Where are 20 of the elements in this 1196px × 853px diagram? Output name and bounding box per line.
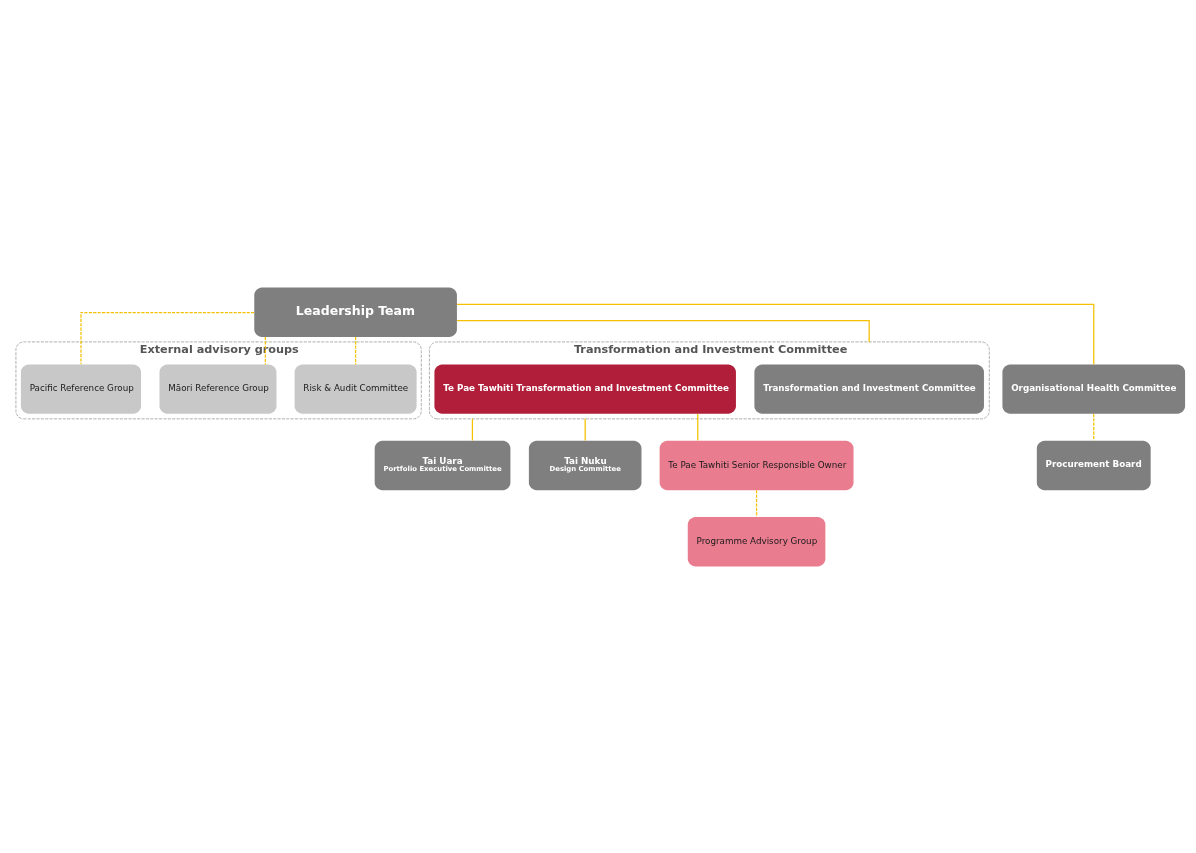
connector: [80, 311, 255, 365]
connector: [456, 319, 870, 343]
connector: [697, 412, 699, 441]
node-box: Pacific Reference Group: [20, 363, 142, 414]
connector: [471, 417, 474, 441]
node-box: Transformation and Investment Committee: [754, 363, 984, 414]
connector: [755, 489, 758, 517]
connector: [264, 335, 266, 365]
connector: [584, 417, 586, 441]
node-box: Procurement Board: [1036, 440, 1151, 490]
node-box: Leadership Team: [254, 287, 457, 337]
node-box: Programme Advisory Group: [687, 516, 826, 566]
node-box: Risk & Audit Committee: [294, 363, 417, 414]
connector: [1093, 412, 1095, 441]
node-box: Māori Reference Group: [159, 363, 277, 414]
node-box: Te Pae Tawhiti Transformation and Investment Committee: [434, 363, 736, 414]
connector: [456, 303, 1095, 365]
connector: [354, 335, 357, 365]
node-box: Organisational Health Committee: [1002, 363, 1186, 414]
node-box: Te Pae Tawhiti Senior Responsible Owner: [659, 440, 854, 490]
